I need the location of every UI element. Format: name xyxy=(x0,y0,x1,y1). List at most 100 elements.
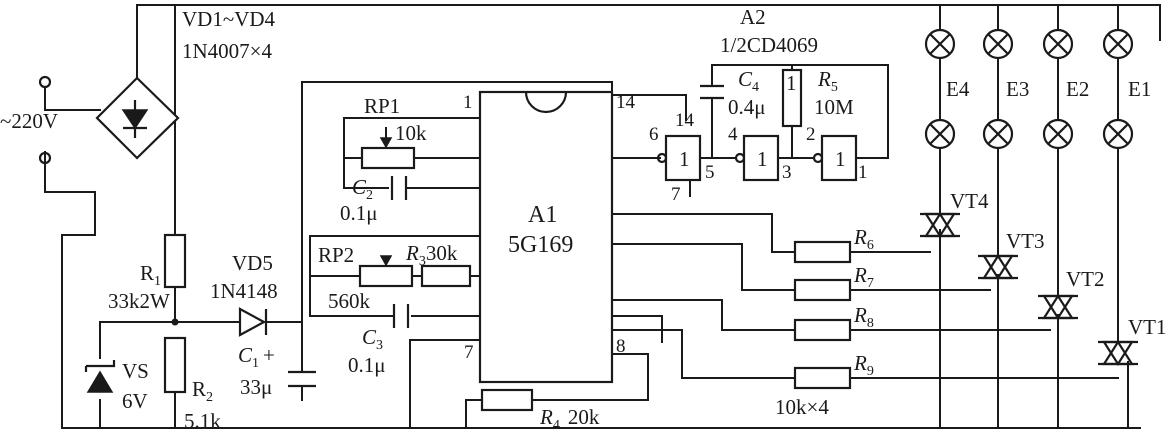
rp1-label: RP1 xyxy=(364,94,400,118)
potentiometer-rp2 xyxy=(358,264,414,288)
a1-pin7: 7 xyxy=(464,342,474,363)
c1-label: C1+ xyxy=(238,343,275,371)
mains-terminals xyxy=(38,75,52,165)
r1-label: R1 xyxy=(140,261,161,289)
gate1-pin-vss: 7 xyxy=(671,184,681,205)
r5-value: 10M xyxy=(814,95,854,119)
lamp-icon xyxy=(1102,28,1134,150)
triac-vt1 xyxy=(1098,339,1138,367)
lamp-icon xyxy=(1042,28,1074,150)
vd5-label: VD5 xyxy=(232,251,273,275)
c4-value: 0.4μ xyxy=(728,95,766,119)
svg-text:1: 1 xyxy=(835,147,846,171)
r2-value: 5.1k xyxy=(184,409,221,433)
vt1-label: VT1 xyxy=(1128,315,1167,339)
r2-label: R2 xyxy=(192,377,213,405)
diode-vd5 xyxy=(238,307,268,337)
gate1-pin-vdd: 14 xyxy=(675,110,695,131)
bridge-rectifier xyxy=(95,76,180,160)
a1-pin8: 8 xyxy=(616,336,626,357)
e2-label: E2 xyxy=(1066,77,1089,101)
a1-part: 5G169 xyxy=(508,232,573,258)
triac-vt3 xyxy=(978,253,1018,281)
c4-label: C4 xyxy=(738,67,759,95)
lamp-icon xyxy=(982,28,1014,150)
triac-vt2 xyxy=(1038,293,1078,321)
svg-text:1: 1 xyxy=(679,147,690,171)
wires xyxy=(44,4,1161,429)
capacitor-c3 xyxy=(392,304,410,328)
vt2-label: VT2 xyxy=(1066,267,1105,291)
ic-a1 xyxy=(478,90,614,384)
mains-terminal-bottom xyxy=(38,151,52,165)
lamp-icon xyxy=(924,28,956,150)
c3-value: 0.1μ xyxy=(348,353,386,377)
rp2-label: RP2 xyxy=(318,243,354,267)
resistor-r7 xyxy=(793,278,852,302)
gate1-pin-out: 5 xyxy=(705,162,715,183)
c2-value: 0.1μ xyxy=(340,201,378,225)
resistor-r5 xyxy=(781,68,803,128)
vs-label: VS xyxy=(122,359,149,383)
r5-marking: 1 xyxy=(786,71,797,95)
a1-label: A1 xyxy=(528,202,557,228)
inverter-gate-2: 1 xyxy=(734,134,780,182)
inverter-gate-1: 1 xyxy=(656,134,702,182)
r-array-value: 10k×4 xyxy=(775,395,829,419)
c1-value: 33μ xyxy=(240,375,272,399)
triac-vt4 xyxy=(920,211,960,239)
svg-text:1: 1 xyxy=(757,147,768,171)
a2-label: A2 xyxy=(740,5,766,29)
resistor-r8 xyxy=(793,318,852,342)
r6-label: R6 xyxy=(853,225,874,253)
a1-pin1: 1 xyxy=(463,92,473,113)
vs-value: 6V xyxy=(122,389,148,413)
junction-dot xyxy=(171,318,179,326)
gate2-pin-in: 4 xyxy=(728,124,738,145)
r1-value: 33k2W xyxy=(108,289,170,313)
vd-part-label: 1N4007×4 xyxy=(182,39,273,63)
ic-a1-notch xyxy=(524,91,568,114)
a2-part: 1/2CD4069 xyxy=(720,33,818,57)
inverter-gate-3: 1 xyxy=(812,134,858,182)
rp1-value: 10k xyxy=(395,121,427,145)
e1-label: E1 xyxy=(1128,77,1151,101)
r3-label: R330k xyxy=(405,241,458,269)
vd-range-label: VD1~VD4 xyxy=(182,7,276,31)
c3-label: C3 xyxy=(362,325,383,353)
resistor-r3 xyxy=(420,264,472,288)
e3-label: E3 xyxy=(1006,77,1029,101)
rp2-wiper-icon xyxy=(379,255,393,267)
potentiometer-rp1 xyxy=(360,146,416,170)
resistor-r2 xyxy=(163,336,187,394)
r7-label: R7 xyxy=(853,263,874,291)
capacitor-c1 xyxy=(288,370,316,388)
resistor-r4 xyxy=(480,388,534,412)
a1-pin14: 14 xyxy=(616,92,636,113)
gate3-pin-out: 1 xyxy=(858,162,868,183)
rp1-wiper-icon xyxy=(379,137,393,149)
resistor-r6 xyxy=(793,240,852,264)
mains-label: ~220V xyxy=(0,109,58,133)
lamps xyxy=(924,28,1134,150)
capacitor-c4 xyxy=(700,84,724,100)
r8-label: R8 xyxy=(853,303,874,331)
rp2-value: 560k xyxy=(328,289,371,313)
vt3-label: VT3 xyxy=(1006,229,1045,253)
gate3-pin-in: 2 xyxy=(806,124,816,145)
gate2-pin-out: 3 xyxy=(782,162,792,183)
r5-label: R5 xyxy=(817,67,838,95)
r9-label: R9 xyxy=(853,351,874,379)
vt4-label: VT4 xyxy=(950,189,989,213)
mains-terminal-top xyxy=(38,75,52,89)
zener-vs xyxy=(84,360,116,393)
resistor-r1 xyxy=(163,233,187,289)
c2-label: C2 xyxy=(352,175,373,203)
e4-label: E4 xyxy=(946,77,970,101)
gate1-pin-in: 6 xyxy=(649,124,659,145)
capacitor-c2 xyxy=(390,176,408,200)
vd5-part: 1N4148 xyxy=(210,279,278,303)
resistor-r9 xyxy=(793,366,852,390)
